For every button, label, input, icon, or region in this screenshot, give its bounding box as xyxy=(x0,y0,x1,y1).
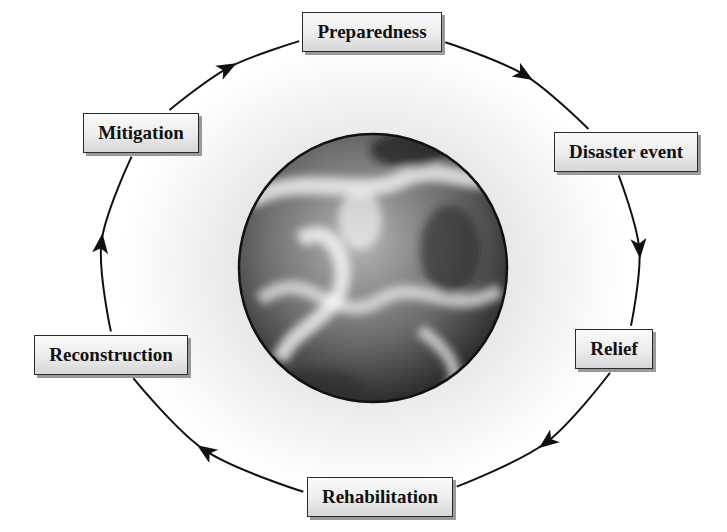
stage-box: Reconstruction xyxy=(34,335,187,375)
stage-label: Disaster event xyxy=(569,141,683,163)
cycle-arrow xyxy=(133,378,303,492)
globe xyxy=(239,134,507,402)
stage-label: Relief xyxy=(590,338,637,360)
cycle-arrow xyxy=(101,157,132,332)
cycle-arrow xyxy=(169,41,299,110)
stage-label: Mitigation xyxy=(98,122,184,144)
stage-box: Disaster event xyxy=(554,132,698,172)
cycle-arrow xyxy=(445,42,588,129)
cycle-arrow xyxy=(619,175,640,325)
stage-box: Mitigation xyxy=(83,113,199,153)
background-glow xyxy=(123,43,623,493)
stage-label: Rehabilitation xyxy=(322,486,438,508)
stage-label: Preparedness xyxy=(317,21,426,43)
stage-box: Preparedness xyxy=(302,12,441,52)
stage-box: Relief xyxy=(575,329,652,369)
globe-outline xyxy=(239,134,507,402)
cycle-arrow xyxy=(457,373,610,487)
stage-box: Rehabilitation xyxy=(307,477,453,517)
stage-label: Reconstruction xyxy=(49,344,172,366)
